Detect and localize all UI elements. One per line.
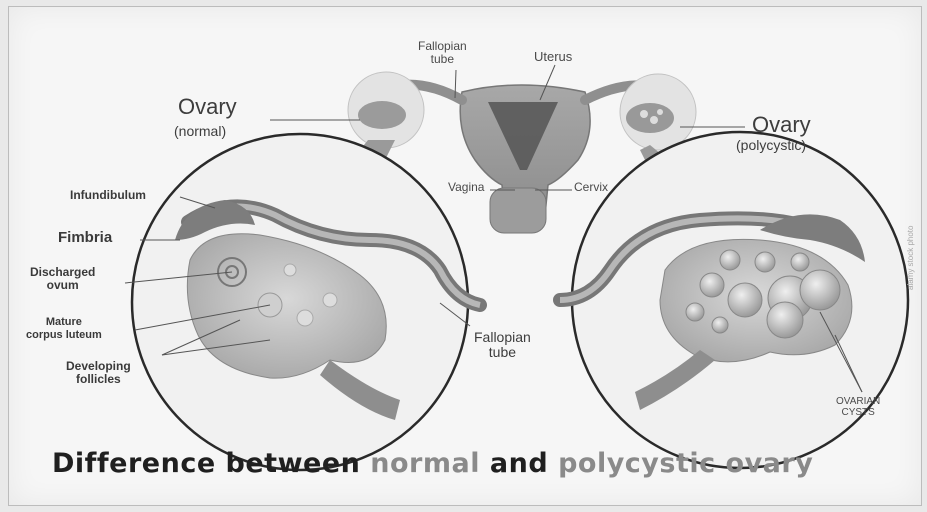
label-uterus: Uterus xyxy=(534,50,572,63)
label-ovarian-cysts: OVARIAN CYSTS xyxy=(836,396,880,418)
caption-part-1: Difference between xyxy=(52,448,370,479)
caption-part-3: and xyxy=(480,448,558,479)
label-developing-follicles: Developing follicles xyxy=(66,360,131,386)
label-ovary-normal: Ovary xyxy=(178,96,237,118)
label-fallopian-tube-top: Fallopian tube xyxy=(418,40,467,66)
label-ovary-normal-sub: (normal) xyxy=(174,124,226,139)
label-vagina: Vagina xyxy=(448,181,484,194)
label-ovary-polycystic-sub: (polycystic) xyxy=(736,138,806,153)
label-fimbria: Fimbria xyxy=(58,231,112,244)
caption-highlight-normal: normal xyxy=(370,448,480,479)
label-fallopian-tube-mid: Fallopian tube xyxy=(474,330,531,360)
vagina-shape xyxy=(490,188,546,233)
label-discharged-ovum: Discharged ovum xyxy=(30,266,95,292)
caption-highlight-polycystic: polycystic ovary xyxy=(558,448,813,479)
diagram-caption: Difference between normal and polycystic… xyxy=(52,448,813,479)
label-cervix: Cervix xyxy=(574,181,608,194)
label-mature-corpus-luteum: Mature corpus luteum xyxy=(26,316,102,342)
label-infundibulum: Infundibulum xyxy=(70,189,146,202)
watermark: alamy stock photo xyxy=(906,226,915,290)
label-ovary-polycystic: Ovary xyxy=(752,114,811,136)
